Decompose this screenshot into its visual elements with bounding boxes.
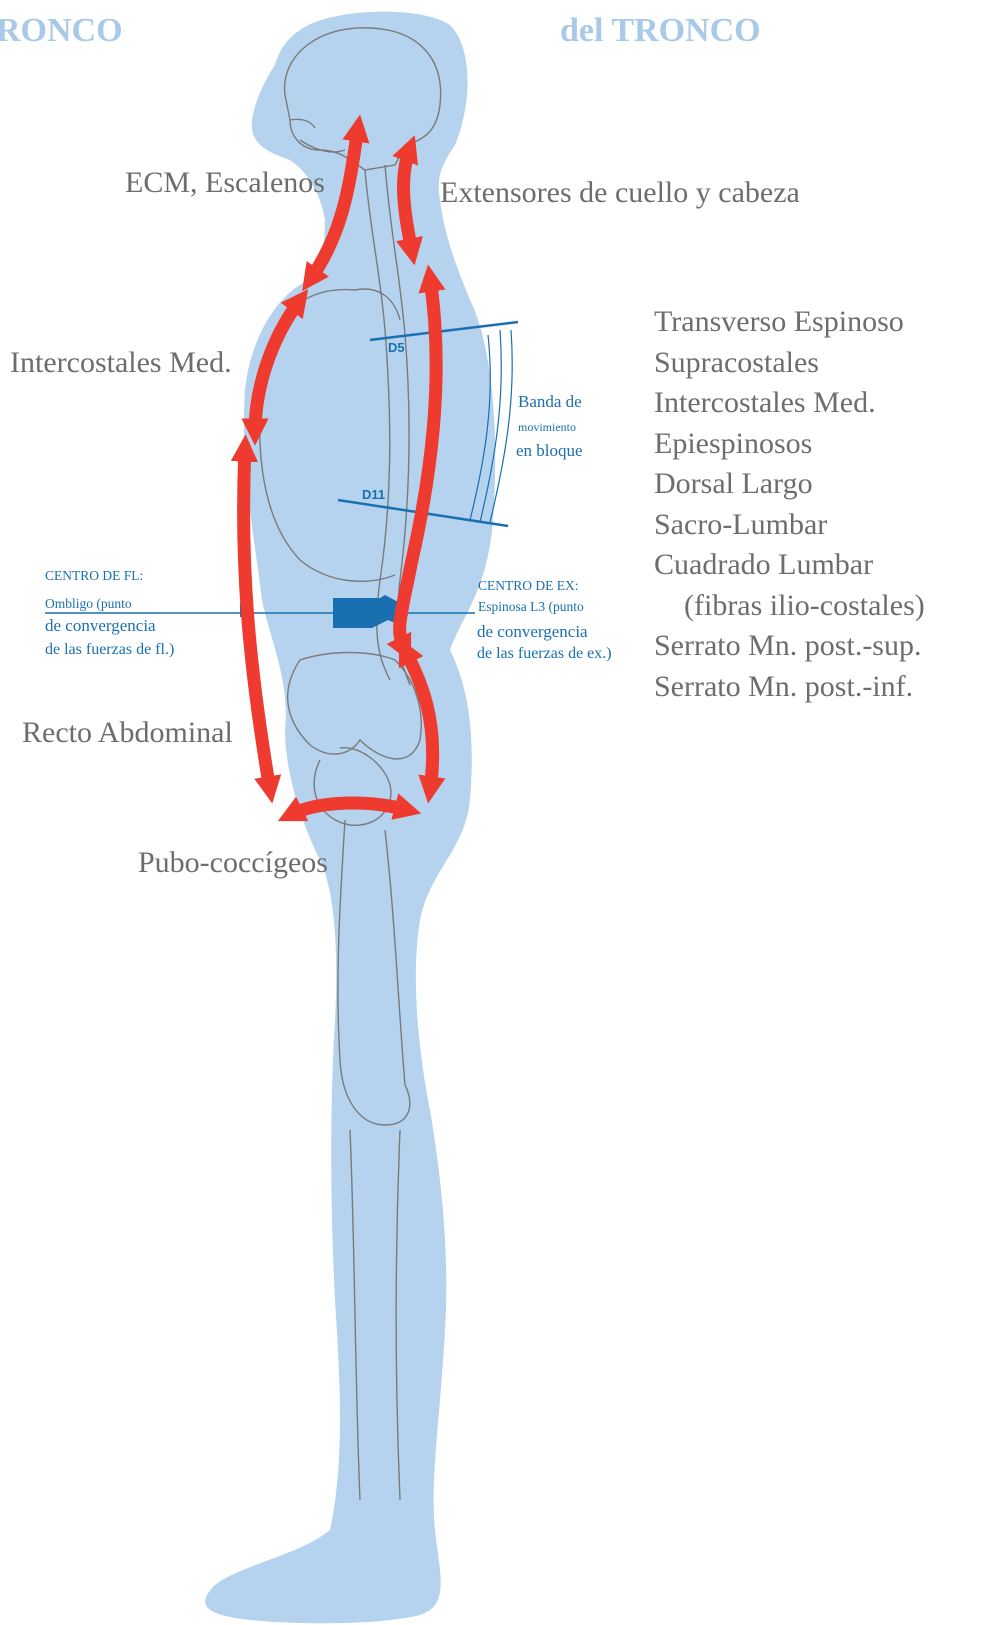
- list-item: Dorsal Largo: [654, 464, 925, 505]
- flexion-center-line2: de convergencia: [45, 617, 156, 634]
- list-item: Cuadrado Lumbar: [654, 545, 925, 586]
- band-label-line2: movimiento: [518, 421, 576, 433]
- vertebra-d11: D11: [362, 488, 385, 501]
- heading-right: del TRONCO: [560, 14, 761, 48]
- list-item: Transverso Espinoso: [654, 302, 925, 343]
- extension-center-line3: de las fuerzas de ex.): [477, 646, 612, 662]
- vertebra-d5: D5: [388, 341, 405, 354]
- label-ecm: ECM, Escalenos: [125, 168, 325, 198]
- band-label-line3: en bloque: [516, 442, 583, 459]
- list-item: (fibras ilio-costales): [654, 586, 925, 627]
- label-intercostals-left: Intercostales Med.: [10, 348, 232, 378]
- list-item: Supracostales: [654, 343, 925, 384]
- flexion-center-line3: de las fuerzas de fl.): [45, 642, 174, 658]
- extension-center-line2: de convergencia: [477, 623, 588, 640]
- flexion-center-title: CENTRO DE FL:: [45, 569, 143, 583]
- extension-center-title: CENTRO DE EX:: [478, 579, 579, 593]
- list-item: Serrato Mn. post.-sup.: [654, 626, 925, 667]
- extensor-muscle-list: Transverso Espinoso Supracostales Interc…: [654, 302, 925, 707]
- flexion-center-line1: Ombligo (punto: [45, 597, 132, 611]
- list-item: Serrato Mn. post.-inf.: [654, 667, 925, 708]
- label-rectus-abdominal: Recto Abdominal: [22, 718, 233, 748]
- label-pubo-coccygeal: Pubo-coccígeos: [138, 848, 328, 878]
- list-item: Sacro-Lumbar: [654, 505, 925, 546]
- body-silhouette: [205, 12, 495, 1624]
- extension-center-line1: Espinosa L3 (punto: [478, 600, 584, 614]
- band-label-line1: Banda de: [518, 393, 582, 410]
- list-item: Epiespinosos: [654, 424, 925, 465]
- heading-left: RONCO: [0, 14, 123, 48]
- list-item: Intercostales Med.: [654, 383, 925, 424]
- label-neck-extensors: Extensores de cuello y cabeza: [440, 178, 800, 208]
